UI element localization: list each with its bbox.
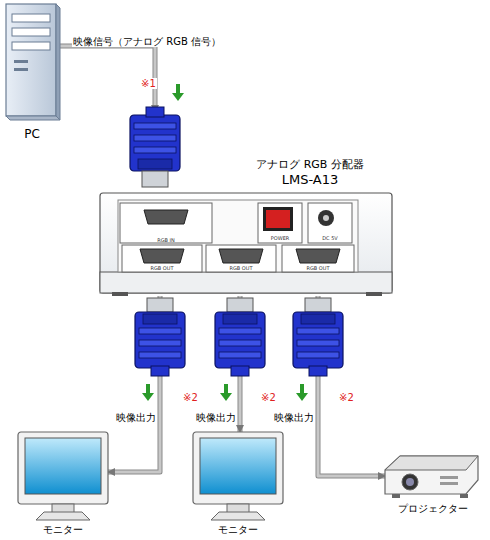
port-label: RGB IN: [157, 238, 175, 244]
annotation-label: 映像出力: [273, 412, 315, 423]
device-label: モニター: [218, 524, 258, 536]
callout-number: ※2: [338, 392, 355, 403]
port-label: RGB OUT: [306, 266, 329, 272]
device-label: プロジェクター: [398, 503, 468, 515]
callout-number: ※2: [260, 392, 277, 403]
port-label: POWER: [271, 236, 290, 242]
callout-number: ※1: [140, 78, 157, 89]
port-label: DC 5V: [322, 236, 338, 242]
port-label: RGB OUT: [229, 266, 252, 272]
port-label: RGB OUT: [150, 266, 173, 272]
annotation-label: 映像信号（アナログ RGB 信号）: [72, 36, 222, 47]
monitor-node: モニター: [189, 428, 287, 540]
annotation-label: 映像出力: [115, 412, 157, 423]
pc-node: PC: [0, 0, 64, 148]
annotation-label: 映像出力: [195, 412, 237, 423]
device-title: アナログ RGB 分配器: [256, 159, 364, 172]
pc-label: PC: [24, 128, 40, 142]
model-name: LMS-A13: [282, 173, 339, 188]
projector-node: プロジェクター: [382, 452, 484, 524]
monitor-node: モニター: [14, 428, 112, 540]
callout-number: ※2: [182, 392, 199, 403]
device-label: モニター: [43, 524, 83, 536]
